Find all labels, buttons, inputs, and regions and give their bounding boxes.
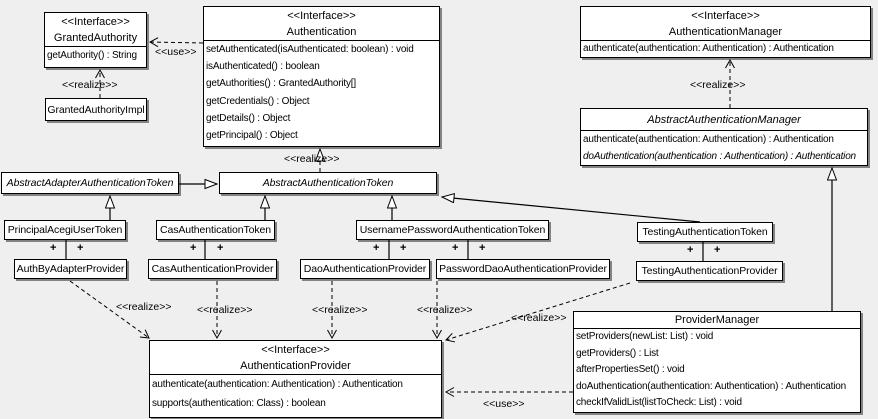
class-name: CasAuthenticationProvider	[151, 263, 274, 275]
method: authenticate(authentication: Authenticat…	[583, 134, 834, 145]
class-granted-authority[interactable]: <<Interface>> GrantedAuthority getAuthor…	[44, 12, 147, 68]
realize-authbyadapter-to-authenticationprovider	[69, 280, 150, 339]
method: getPrincipal() : Object	[206, 130, 298, 142]
class-header: <<Interface>> Authentication	[204, 7, 439, 40]
class-name: PrincipalAcegiUserToken	[7, 224, 123, 236]
method: setAuthenticated(isAuthenticated: boolea…	[206, 44, 414, 55]
class-name: PasswordDaoAuthenticationProvider	[439, 263, 607, 275]
class-authentication-manager[interactable]: <<Interface>> AuthenticationManager auth…	[580, 6, 871, 58]
class-password-dao-authentication-provider[interactable]: PasswordDaoAuthenticationProvider	[436, 259, 610, 279]
label-realize-testingprovider: <<realize>>	[511, 312, 567, 324]
association-end-plus: +	[190, 242, 197, 254]
association-end-plus: +	[373, 242, 380, 254]
class-authentication[interactable]: <<Interface>> Authentication setAuthenti…	[203, 6, 440, 147]
compartment-divider	[581, 130, 867, 131]
label-realize-casprovider: <<realize>>	[197, 304, 253, 316]
association-end-plus: +	[452, 242, 459, 254]
label-realize-authbyadapter: <<realize>>	[116, 301, 172, 313]
method: getAuthority() : String	[47, 50, 137, 61]
class-testing-authentication-token[interactable]: TestingAuthenticationToken	[637, 222, 773, 242]
compartment-divider	[581, 40, 870, 41]
class-header: <<Interface>> AuthenticationManager	[581, 7, 870, 40]
class-name: AbstractAuthenticationManager	[647, 114, 801, 126]
use-authentication-to-grantedauthority	[148, 37, 204, 48]
label-use-authentication-grantedauthority: <<use>>	[155, 46, 197, 58]
class-name: TestingAuthenticationProvider	[641, 265, 778, 277]
association-end-plus: +	[217, 242, 224, 254]
class-abstract-authentication-token[interactable]: AbstractAuthenticationToken	[219, 172, 437, 194]
class-name: ProviderManager	[674, 314, 760, 326]
association-end-plus: +	[479, 242, 486, 254]
class-granted-authority-impl[interactable]: GrantedAuthorityImpl	[45, 98, 147, 121]
class-cas-authentication-token[interactable]: CasAuthenticationToken	[156, 220, 275, 240]
class-principal-acegi-user-token[interactable]: PrincipalAcegiUserToken	[4, 220, 126, 240]
method: afterPropertiesSet() : void	[576, 364, 685, 376]
method: supports(authentication: Class) : boolea…	[152, 398, 326, 409]
method: setProviders(newList: List) : void	[576, 331, 714, 342]
class-authentication-provider[interactable]: <<Interface>> AuthenticationProvider aut…	[149, 340, 442, 418]
compartment-divider	[45, 46, 146, 47]
method: getAuthorities() : GrantedAuthority[]	[206, 78, 356, 90]
class-abstract-adapter-authentication-token[interactable]: AbstractAdapterAuthenticationToken	[1, 172, 179, 194]
class-name: AuthByAdapterProvider	[16, 263, 125, 275]
method: authenticate(authentication: Authenticat…	[152, 379, 403, 390]
label-realize-grantedauthorityimpl: <<realize>>	[62, 79, 118, 91]
class-name: TestingAuthenticationToken	[642, 226, 768, 238]
compartment-divider	[574, 328, 860, 329]
method: doAuthentication(authentication: Authent…	[576, 380, 846, 392]
label-realize-daoprovider: <<realize>>	[312, 304, 368, 316]
class-provider-manager[interactable]: ProviderManager setProviders(newList: Li…	[573, 311, 861, 413]
class-header: <<Interface>> AuthenticationProvider	[150, 341, 441, 374]
class-name: GrantedAuthority	[53, 32, 138, 44]
compartment-divider	[204, 40, 439, 41]
stereotype: <<Interface>>	[691, 10, 760, 22]
class-name: GrantedAuthorityImpl	[47, 103, 145, 116]
method: isAuthenticated() : boolean	[206, 61, 320, 73]
compartment-divider	[150, 374, 441, 375]
label-realize-passworddaoprovider: <<realize>>	[417, 304, 473, 316]
method: getProviders() : List	[576, 347, 659, 359]
class-testing-authentication-provider[interactable]: TestingAuthenticationProvider	[636, 261, 783, 281]
stereotype: <<Interface>>	[261, 344, 330, 356]
generalization-testingtoken-to-abstracttoken	[442, 197, 701, 223]
class-name: AbstractAdapterAuthenticationToken	[6, 177, 174, 189]
method: authenticate(authentication: Authenticat…	[583, 43, 834, 54]
association-end-plus: +	[714, 244, 721, 256]
association-end-plus: +	[687, 244, 694, 256]
class-abstract-authentication-manager[interactable]: AbstractAuthenticationManager authentica…	[580, 108, 868, 166]
class-name: UsernamePasswordAuthenticationToken	[359, 224, 546, 236]
class-name: DaoAuthenticationProvider	[303, 263, 427, 275]
method: checkIfValidList(listToCheck: List) : vo…	[576, 397, 742, 409]
method-abstract: doAuthentication(authentication : Authen…	[583, 151, 856, 163]
label-realize-abstracttoken: <<realize>>	[284, 153, 340, 165]
association-end-plus: +	[400, 242, 407, 254]
class-username-password-authentication-token[interactable]: UsernamePasswordAuthenticationToken	[356, 220, 549, 240]
class-name: AuthenticationProvider	[240, 360, 351, 372]
class-cas-authentication-provider[interactable]: CasAuthenticationProvider	[148, 259, 277, 279]
stereotype: <<Interface>>	[287, 10, 356, 22]
class-name: AuthenticationManager	[668, 26, 783, 38]
association-end-plus: +	[50, 242, 57, 254]
label-realize-abstractmanager: <<realize>>	[690, 79, 746, 91]
class-header: ProviderManager	[574, 312, 860, 328]
stereotype: <<Interface>>	[61, 16, 130, 28]
association-end-plus: +	[77, 242, 84, 254]
class-header: AbstractAuthenticationManager	[581, 109, 867, 130]
class-auth-by-adapter-provider[interactable]: AuthByAdapterProvider	[14, 259, 127, 279]
method: getCredentials() : Object	[206, 95, 310, 107]
class-name: Authentication	[286, 26, 357, 38]
class-name: CasAuthenticationToken	[159, 224, 272, 236]
label-use-providermanager: <<use>>	[483, 398, 525, 410]
class-dao-authentication-provider[interactable]: DaoAuthenticationProvider	[300, 259, 430, 279]
method: getDetails() : Object	[206, 112, 291, 124]
class-header: <<Interface>> GrantedAuthority	[45, 13, 146, 46]
class-name: AbstractAuthenticationToken	[262, 177, 394, 189]
